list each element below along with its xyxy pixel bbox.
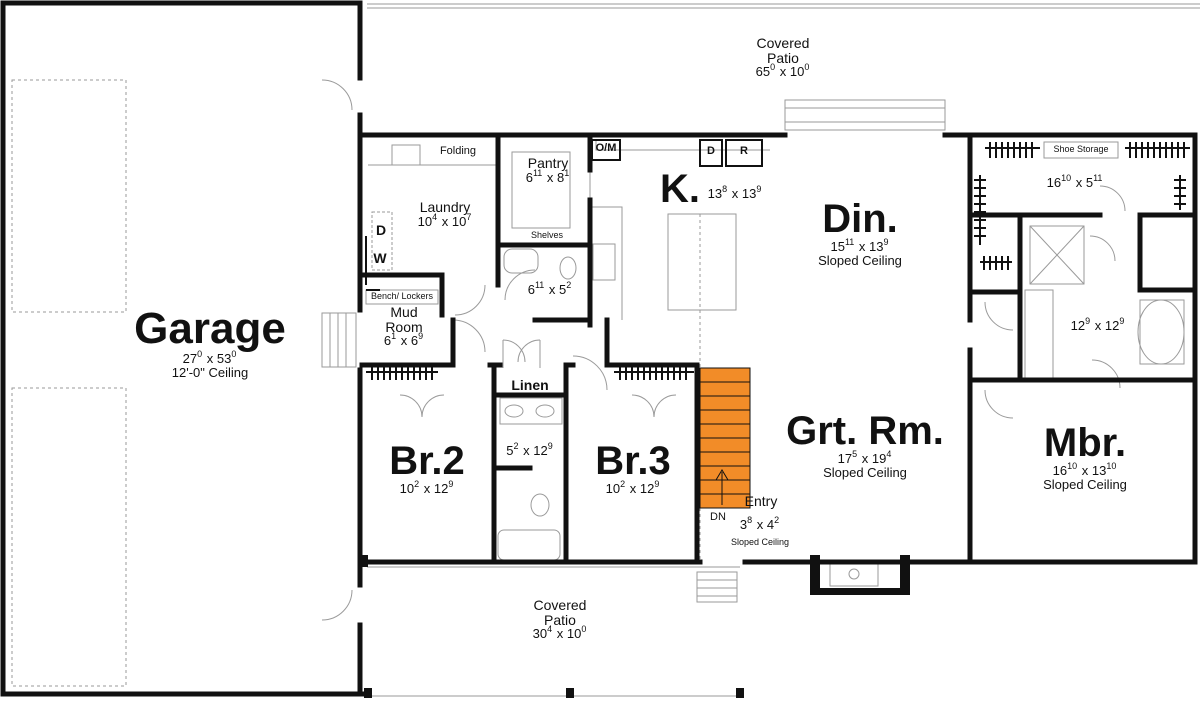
kitchen-label: K. [660,167,700,211]
dining-label: Din. 1511 x 139 Sloped Ceiling [818,197,902,268]
bath-2-dim: 52 x 129 [506,441,553,458]
patio-posts [358,555,910,698]
bench-lockers-label: Bench/ Lockers [370,291,434,301]
stair [699,367,751,509]
hall-bath-dim: 611 x 52 [527,280,572,297]
garage-label: Garage 270 x 530 12'-0" Ceiling [134,304,286,380]
covered-patio-bottom-label: Covered Patio 304 x 100 [532,597,587,642]
folding-label: Folding [439,145,477,157]
bedroom-2-label: Br.2 102 x 129 [389,439,465,496]
stair-down-label: DN [710,511,726,523]
dryer-label: D [375,222,387,238]
light-lines [11,3,1200,697]
master-bath-dim: 129 x 129 [1070,316,1125,333]
linen-label: Linen [511,377,549,393]
master-closet-dim: 1610 x 511 [1046,173,1103,190]
laundry-label: Laundry 104 x 107 [417,199,472,229]
shelves-label: Shelves [530,230,564,240]
closet-rods [365,142,1190,380]
bedroom-3-label: Br.3 102 x 129 [595,439,671,496]
washer-label: W [373,250,387,266]
refrigerator-label: R [740,145,748,157]
entry-dim: 38 x 42 [739,515,780,532]
oven-micro-label: O/M [595,142,617,154]
shoe-storage-label: Shoe Storage [1053,144,1109,154]
master-bedroom-label: Mbr. 1610 x 1310 Sloped Ceiling [1043,421,1127,492]
entry-note: Sloped Ceiling [730,537,790,547]
entry-label: Entry [744,493,778,509]
dishwasher-label: D [707,145,715,157]
mud-room-label: Mud Room 61 x 69 [383,304,424,349]
covered-patio-top-label: Covered Patio 650 x 100 [755,35,810,80]
pantry-label: Pantry 611 x 81 [525,155,570,185]
kitchen-dim: 138 x 139 [707,184,762,201]
great-room-label: Grt. Rm. 175 x 194 Sloped Ceiling [786,409,944,480]
